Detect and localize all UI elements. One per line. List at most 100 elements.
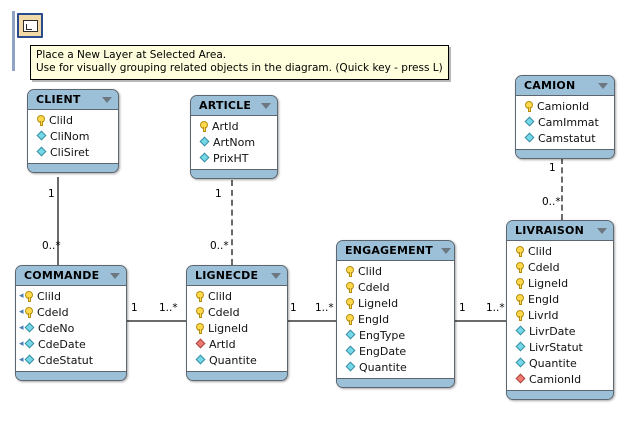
attribute-icon (37, 131, 47, 141)
field-row[interactable]: ArtNom (191, 134, 277, 150)
entity-title-article: ARTICLE (199, 99, 252, 112)
field-row[interactable]: ArtId (191, 118, 277, 134)
field-row[interactable]: CliSiret (28, 144, 118, 160)
chevron-down-icon[interactable] (598, 82, 608, 89)
attribute-icon (200, 153, 210, 163)
field-row[interactable]: CliNom (28, 128, 118, 144)
field-label: CliId (49, 113, 74, 127)
chevron-down-icon[interactable] (271, 272, 281, 279)
field-row[interactable]: LigneId (337, 295, 454, 311)
tooltip-line-2: Use for visually grouping related object… (36, 62, 443, 74)
attribute-icon (516, 358, 526, 368)
field-label: PrixHT (213, 151, 249, 165)
key-icon (516, 293, 525, 305)
field-row[interactable]: EngDate (337, 343, 454, 359)
field-row[interactable]: EngId (337, 311, 454, 327)
field-label: CdeId (37, 305, 69, 319)
field-row[interactable]: ◂ CdeStatut (16, 352, 126, 368)
key-icon (37, 114, 46, 126)
field-label: CdeStatut (38, 353, 94, 367)
field-row[interactable]: LivrId (507, 307, 613, 323)
field-row[interactable]: LigneId (187, 320, 287, 336)
entity-header-lignecde[interactable]: LIGNECDE (187, 266, 287, 285)
foreign-key-arrow-icon: ◂ (19, 354, 24, 365)
cardinality-article-lignecde-many: 0..* (210, 240, 229, 252)
field-row[interactable]: CamionId (516, 98, 614, 114)
field-label: ArtNom (213, 135, 256, 149)
field-label: CdeNo (38, 321, 75, 335)
cardinality-commande-lignecde-one: 1 (131, 302, 138, 314)
field-row[interactable]: CliId (28, 112, 118, 128)
cardinality-camion-livraison-one: 1 (549, 162, 556, 174)
field-row[interactable]: Quantite (337, 359, 454, 375)
field-label: CdeDate (38, 337, 86, 351)
entity-header-commande[interactable]: COMMANDE (16, 266, 126, 285)
field-row[interactable]: CdeId (337, 279, 454, 295)
key-icon (516, 309, 525, 321)
field-row[interactable]: Quantite (507, 355, 613, 371)
field-row[interactable]: Camstatut (516, 130, 614, 146)
field-row[interactable]: LivrDate (507, 323, 613, 339)
field-row[interactable]: LigneId (507, 275, 613, 291)
field-label: CliSiret (50, 145, 90, 159)
field-row[interactable]: ◂CliId (16, 288, 126, 304)
field-label: LigneId (358, 296, 399, 310)
field-row[interactable]: EngType (337, 327, 454, 343)
field-label: Quantite (359, 360, 407, 374)
field-row[interactable]: ArtId (187, 336, 287, 352)
field-row[interactable]: ◂CdeNo (16, 320, 126, 336)
field-row[interactable]: ◂CdeDate (16, 336, 126, 352)
chevron-down-icon[interactable] (110, 272, 120, 279)
entity-commande[interactable]: COMMANDE ◂CliId◂CdeId◂CdeNo◂CdeDate ◂ CdeSt… (15, 265, 127, 381)
field-row[interactable]: CliId (337, 263, 454, 279)
field-row[interactable]: Quantite (187, 352, 287, 368)
field-label: ArtId (209, 337, 236, 351)
place-new-layer-button[interactable] (17, 13, 43, 38)
chevron-down-icon[interactable] (261, 102, 271, 109)
entity-header-article[interactable]: ARTICLE (191, 96, 277, 115)
field-label: EngId (528, 292, 560, 306)
entity-title-camion: CAMION (524, 79, 576, 92)
field-label: CamionId (537, 99, 590, 113)
chevron-down-icon[interactable] (440, 247, 451, 254)
attribute-icon (346, 330, 356, 340)
field-label: CdeId (208, 305, 240, 319)
cardinality-article-lignecde-one: 1 (215, 188, 222, 200)
chevron-down-icon[interactable] (102, 96, 112, 103)
field-row[interactable]: CliId (187, 288, 287, 304)
attribute-icon (37, 147, 47, 157)
field-label: LigneId (208, 321, 249, 335)
key-icon (196, 306, 205, 318)
chevron-down-icon[interactable] (597, 227, 607, 234)
field-row[interactable]: CliId (507, 243, 613, 259)
entity-title-lignecde: LIGNECDE (195, 269, 259, 282)
key-icon (346, 265, 355, 277)
field-label: Camstatut (538, 131, 596, 145)
field-row[interactable]: CdeId (187, 304, 287, 320)
field-label: CliId (208, 289, 233, 303)
entity-header-client[interactable]: CLIENT (28, 90, 118, 109)
field-row[interactable]: ◂CdeId (16, 304, 126, 320)
field-row[interactable]: PrixHT (191, 150, 277, 166)
entity-header-engagement[interactable]: ENGAGEMENT (337, 241, 454, 260)
entity-footer-livraison (507, 391, 613, 399)
field-row[interactable]: EngId (507, 291, 613, 307)
attribute-icon (25, 355, 35, 365)
field-row[interactable]: CdeId (507, 259, 613, 275)
entity-header-camion[interactable]: CAMION (516, 76, 614, 95)
key-icon (516, 245, 525, 257)
entity-header-livraison[interactable]: LIVRAISON (507, 221, 613, 240)
field-row[interactable]: LivrStatut (507, 339, 613, 355)
field-row[interactable]: CamImmat (516, 114, 614, 130)
field-row[interactable]: CamionId (507, 371, 613, 387)
entity-title-commande: COMMANDE (24, 269, 100, 282)
field-label: EngDate (359, 344, 407, 358)
field-label: EngType (359, 328, 406, 342)
